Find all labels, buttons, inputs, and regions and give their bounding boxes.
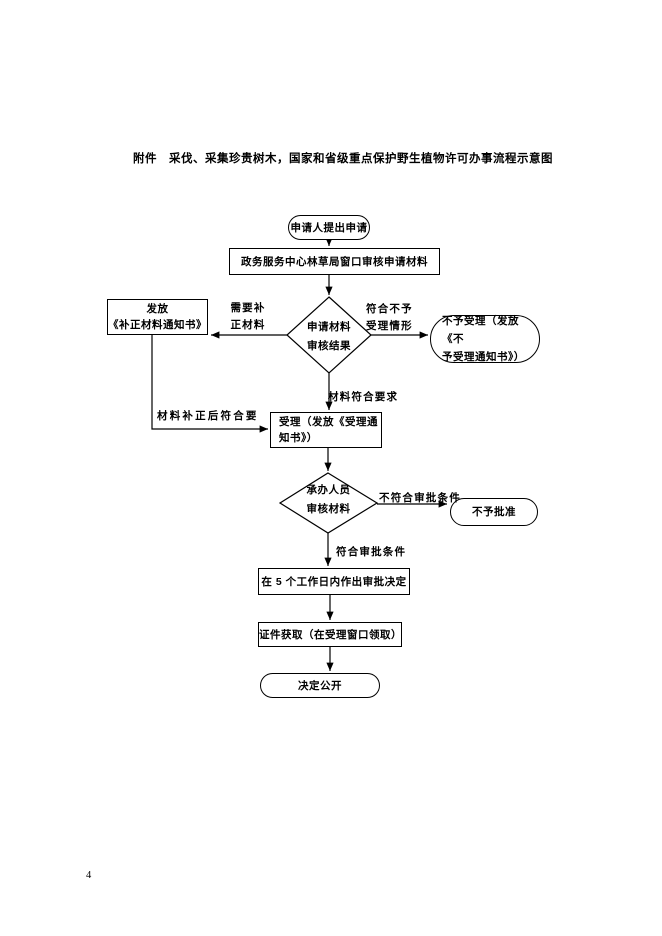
edge-label-not-meet-approval: 不符合审批条件 xyxy=(379,492,461,504)
edge-label-not-acceptable: 符合不予 受理情形 xyxy=(366,303,413,332)
flow-node-decision-public: 决定公开 xyxy=(260,673,380,698)
edge-correction-to-accept xyxy=(151,335,268,433)
edge-label-meet-approval: 符合审批条件 xyxy=(336,546,407,558)
flow-node-review-result: 申请材料 审核结果 xyxy=(307,321,351,352)
flow-node-issue-correction-notice: 发放 《补正材料通知书》 xyxy=(107,299,208,335)
edge-label-after-correction: 材料补正后符合要 xyxy=(157,410,259,422)
flow-node-staff-review: 承办人员 审核材料 xyxy=(306,484,351,515)
page-title: 附件 采伐、采集珍贵树木，国家和省级重点保护野生植物许可办事流程示意图 xyxy=(133,153,553,165)
flow-node-window-review: 政务服务中心林草局窗口审核申请材料 xyxy=(229,248,440,275)
flow-node-reject-acceptance: 不予受理（发放《不 予受理通知书》） xyxy=(430,315,540,363)
flow-node-accept: 受理（发放《受理通 知书》） xyxy=(270,412,382,448)
edge-label-material-ok: 材料符合要求 xyxy=(328,391,399,403)
diamond-staff-review-shape xyxy=(278,472,379,534)
flow-node-decision-in-5-days: 在 5 个工作日内作出审批决定 xyxy=(258,568,410,595)
page-number: 4 xyxy=(86,870,92,881)
flow-node-not-approved: 不予批准 xyxy=(450,498,538,526)
edge-label-need-correction: 需要补 正材料 xyxy=(230,302,266,331)
flow-node-certificate-pickup: 证件获取（在受理窗口领取） xyxy=(258,622,402,647)
diamond-review-result-shape xyxy=(286,296,372,374)
flow-node-applicant-submit: 申请人提出申请 xyxy=(288,215,370,240)
